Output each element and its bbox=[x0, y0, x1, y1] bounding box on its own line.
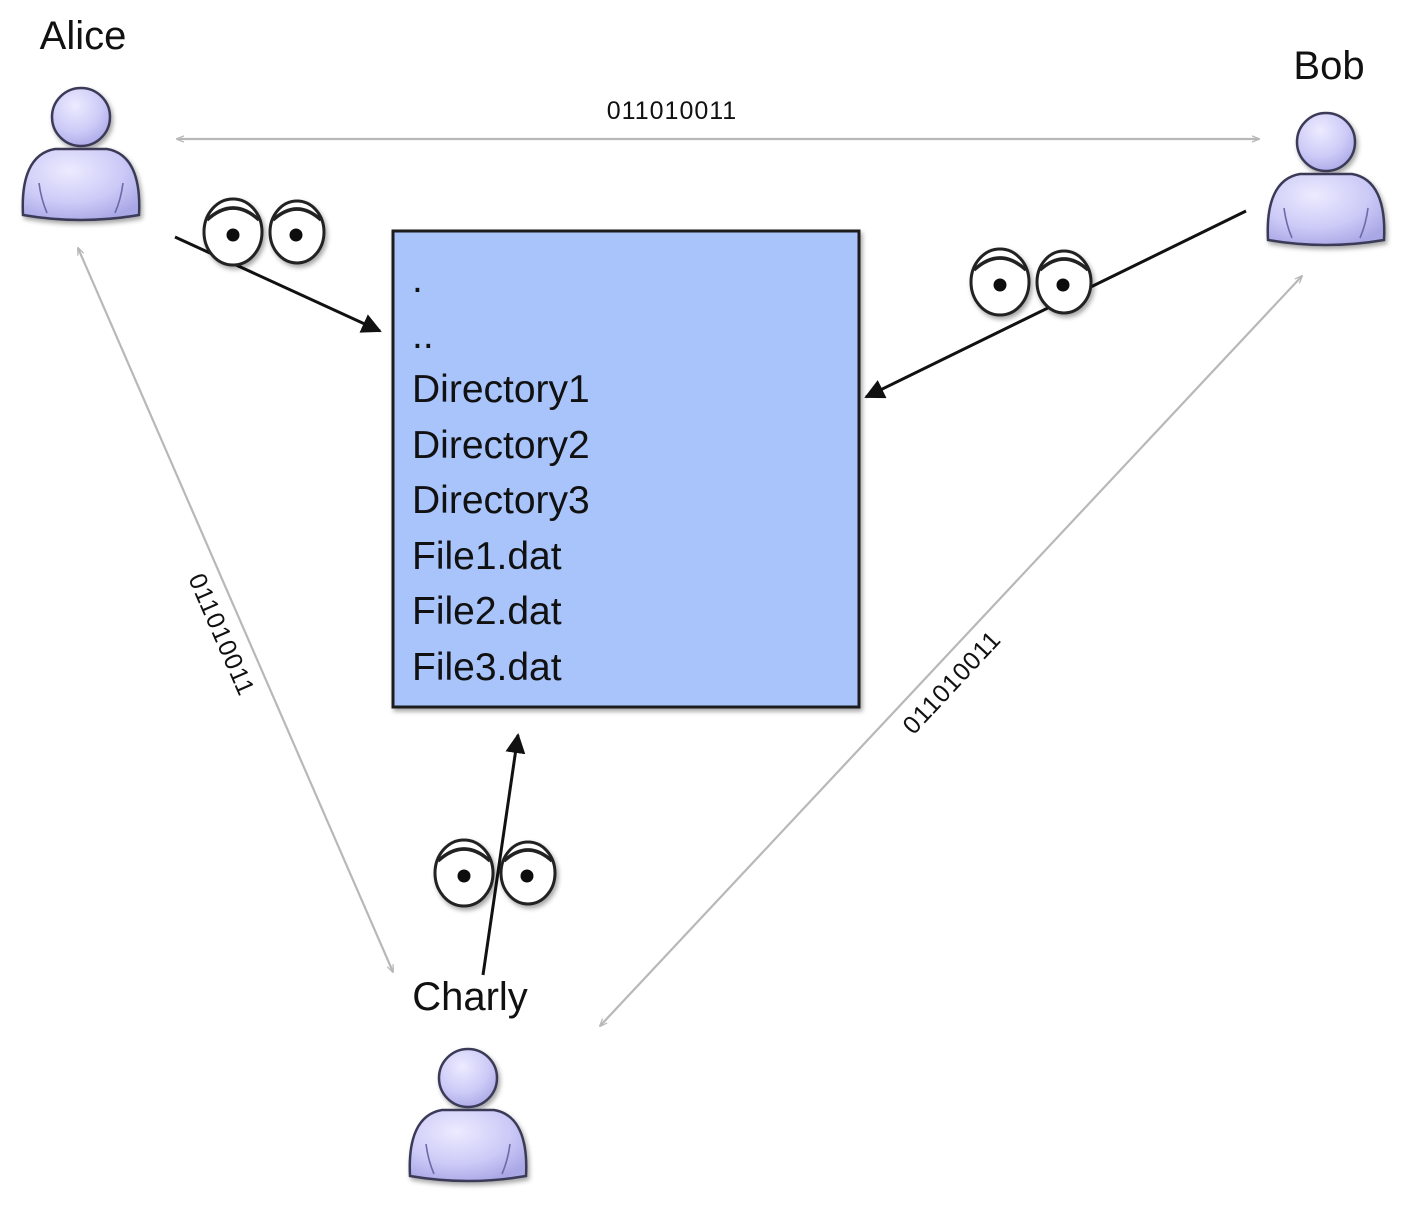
link-alice-charly bbox=[76, 248, 395, 972]
directory-listing-box bbox=[391, 229, 861, 709]
link-label-alice-charly: 011010011 bbox=[182, 569, 260, 700]
listing-entry: File3.dat bbox=[412, 646, 562, 689]
link-bob-charly bbox=[600, 276, 1302, 1026]
listing-entry: Directory1 bbox=[412, 368, 590, 411]
listing-entry: . bbox=[412, 258, 423, 301]
user-name-bob: Bob bbox=[1293, 44, 1364, 88]
user-icon bbox=[408, 1047, 528, 1183]
listing-entry: Directory3 bbox=[412, 479, 590, 522]
link-label-bob-charly: 011010011 bbox=[897, 625, 1006, 739]
user-icon bbox=[1266, 111, 1386, 247]
directory-listing: . .. Directory1 Directory2 Directory3 Fi… bbox=[412, 258, 590, 689]
eyes-icon bbox=[202, 197, 326, 267]
listing-entry: File1.dat bbox=[412, 535, 562, 578]
user-name-alice: Alice bbox=[40, 14, 127, 58]
listing-entry: Directory2 bbox=[412, 424, 590, 467]
view-arrow-charly bbox=[481, 733, 526, 976]
user-icon bbox=[21, 86, 141, 222]
user-name-charly: Charly bbox=[412, 975, 528, 1019]
listing-entry: .. bbox=[412, 314, 434, 357]
eyes-icon bbox=[969, 247, 1093, 317]
listing-entry: File2.dat bbox=[412, 590, 562, 633]
link-label-alice-bob: 011010011 bbox=[607, 97, 737, 125]
